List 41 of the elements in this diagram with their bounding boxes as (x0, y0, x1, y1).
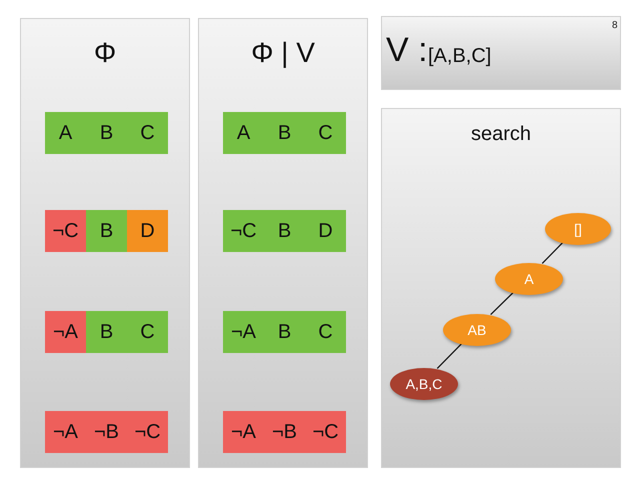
search-node-ellipse: [] (545, 213, 611, 245)
panel-title: search (470, 123, 532, 146)
panel-title: V : (386, 31, 428, 70)
connector-line (490, 292, 514, 315)
literal-cell: A (223, 112, 264, 154)
literal-cell: A (45, 112, 86, 154)
literal-cell: B (86, 311, 127, 353)
literal-cell: ¬A (223, 411, 264, 453)
slide-panel (381, 108, 621, 468)
literal-cell: ¬B (86, 411, 127, 453)
literal-cell: ¬A (223, 311, 264, 353)
literal-cell: B (86, 112, 127, 154)
panel-title: Φ | V (250, 37, 316, 69)
connector-line (436, 343, 462, 369)
search-node-ellipse: AB (443, 314, 511, 346)
search-node-ellipse: A (495, 263, 563, 295)
literal-cell: ¬C (223, 210, 264, 252)
literal-cell: ¬B (264, 411, 305, 453)
literal-cell: ¬C (305, 411, 346, 453)
literal-cell: B (264, 210, 305, 252)
search-node-ellipse: A,B,C (390, 368, 458, 400)
literal-cell: ¬A (45, 411, 86, 453)
literal-cell: ¬C (45, 210, 86, 252)
literal-cell: B (86, 210, 127, 252)
literal-cell: C (127, 311, 168, 353)
connector-line (542, 242, 564, 264)
literal-cell: B (264, 112, 305, 154)
domain-label: [A,B,C] (428, 45, 492, 68)
literal-cell: C (305, 311, 346, 353)
literal-cell: D (305, 210, 346, 252)
panel-title: Φ (92, 37, 118, 69)
literal-cell: C (305, 112, 346, 154)
slide-panel (381, 16, 621, 90)
literal-cell: ¬C (127, 411, 168, 453)
literal-cell: D (127, 210, 168, 252)
literal-cell: B (264, 311, 305, 353)
literal-cell: C (127, 112, 168, 154)
slide-panel (20, 18, 190, 468)
page-number: 8 (612, 20, 618, 31)
literal-cell: ¬A (45, 311, 86, 353)
slide-panel (198, 18, 368, 468)
